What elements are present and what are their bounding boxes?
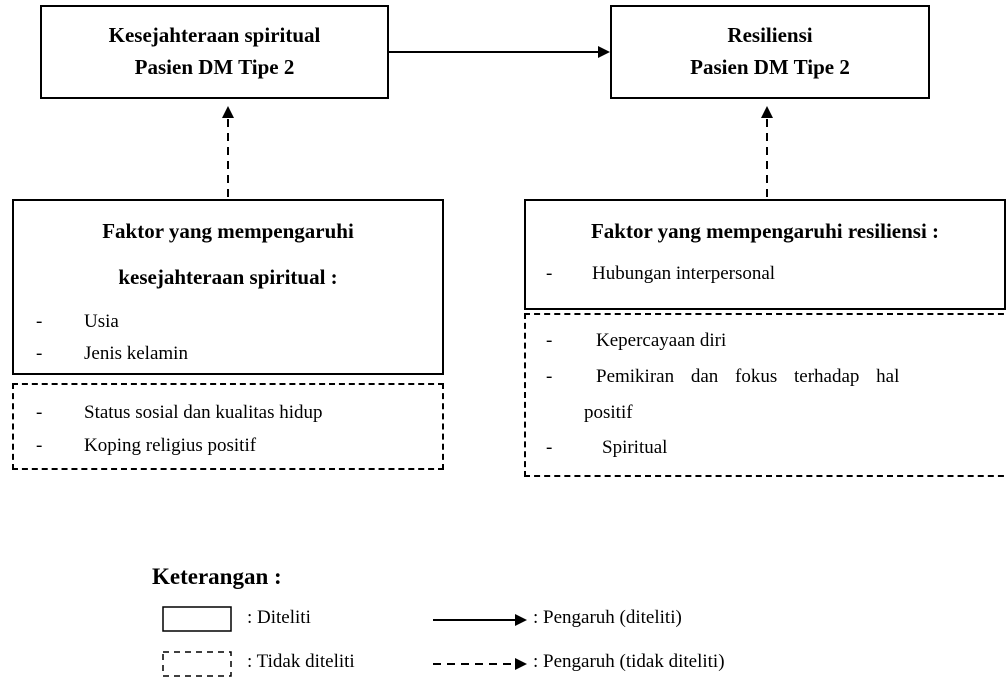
bullet: - <box>546 366 553 387</box>
left-studied-item: Jenis kelamin <box>84 343 188 364</box>
legend-solid-box-sample <box>162 606 232 632</box>
left-factors-title-line2: kesejahteraan spiritual : <box>118 265 338 289</box>
right-not-studied-item: Spiritual <box>602 437 668 458</box>
bullet: - <box>546 437 553 458</box>
spiritual-wellbeing-title-line2: Pasien DM Tipe 2 <box>134 55 295 79</box>
right-not-studied-item: Pemikiran dan fokus terhadap hal <box>596 366 900 387</box>
left-not-studied-item: Koping religius positif <box>84 435 257 456</box>
right-factors-not-studied-box: - Kepercayaan diri - Pemikiran dan fokus… <box>524 313 1007 477</box>
right-not-studied-item: Kepercayaan diri <box>596 330 727 351</box>
legend-not-studied-label: : Tidak diteliti <box>247 651 355 672</box>
bullet: - <box>546 330 553 351</box>
resilience-title-line1: Resiliensi <box>727 23 813 47</box>
right-studied-item: Hubungan interpersonal <box>592 263 776 284</box>
bullet: - <box>36 435 43 456</box>
legend-effect-not-studied-label: : Pengaruh (tidak diteliti) <box>533 651 725 672</box>
bullet: - <box>36 343 43 364</box>
spiritual-wellbeing-title-line1: Kesejahteraan spiritual <box>108 23 321 47</box>
resilience-box: Resiliensi Pasien DM Tipe 2 <box>610 5 930 99</box>
right-not-studied-item: positif <box>584 402 633 423</box>
bullet: - <box>546 263 553 284</box>
left-not-studied-item: Status sosial dan kualitas hidup <box>84 402 323 423</box>
legend-title: Keterangan : <box>152 564 282 589</box>
left-factors-not-studied-box: - Status sosial dan kualitas hidup - Kop… <box>12 383 444 470</box>
right-factors-title: Faktor yang mempengaruhi resiliensi : <box>590 219 940 243</box>
bullet: - <box>36 402 43 423</box>
left-studied-item: Usia <box>84 311 119 332</box>
left-factors-studied-box: Faktor yang mempengaruhi kesejahteraan s… <box>12 199 444 375</box>
left-factors-title-line1: Faktor yang mempengaruhi <box>102 219 354 243</box>
bullet: - <box>36 311 43 332</box>
spiritual-wellbeing-box: Kesejahteraan spiritual Pasien DM Tipe 2 <box>40 5 389 99</box>
legend-studied-label: : Diteliti <box>247 607 311 628</box>
legend-effect-studied-label: : Pengaruh (diteliti) <box>533 607 682 628</box>
right-factors-studied-box: Faktor yang mempengaruhi resiliensi : - … <box>524 199 1006 310</box>
legend-dashed-box-sample <box>162 651 232 677</box>
resilience-title-line2: Pasien DM Tipe 2 <box>690 55 850 79</box>
